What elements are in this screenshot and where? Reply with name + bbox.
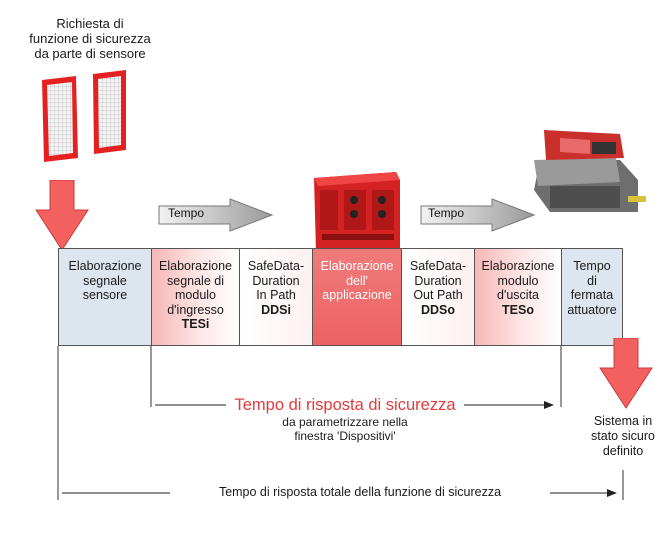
light-curtain-sensor-icon: [42, 70, 126, 162]
stage-sdd-out-path: SafeData- Duration Out Path DDSo: [401, 248, 474, 346]
system-safe-state-label: Sistema in stato sicuro definito: [591, 414, 655, 458]
stage-output-module: Elaborazione modulo d'uscita TESo: [474, 248, 561, 346]
stage-actuator-stop: Tempo di fermata attuatore: [561, 248, 623, 346]
tempo-label-2: Tempo: [428, 206, 465, 220]
ddso-label: DDSo: [420, 302, 456, 317]
teso-label: TESo: [502, 302, 534, 317]
tesi-label: TESi: [181, 317, 210, 331]
stage-application-processing: Elaborazione dell' applicazione: [312, 248, 401, 346]
safety-response-time-title: Tempo di risposta di sicurezza: [234, 396, 456, 414]
sensor-request-title: Richiesta di funzione di sicurezza da pa…: [29, 16, 151, 61]
safety-controller-icon: [314, 172, 400, 252]
sensor-arrow-down-icon: [35, 180, 89, 251]
stage-sdd-in-path: SafeData- Duration In Path DDSi: [239, 248, 312, 346]
motor-actuator-icon: [534, 130, 646, 212]
total-response-time-label: Tempo di risposta totale della funzione …: [175, 485, 545, 499]
tempo-arrow-2-icon: [420, 198, 536, 232]
safety-response-time-subtitle: da parametrizzare nella finestra 'Dispos…: [282, 415, 408, 443]
stage-input-module: Elaborazione segnale di modulo d'ingress…: [151, 248, 239, 346]
ddsi-label: DDSi: [261, 302, 291, 317]
tempo-arrow-1-icon: [158, 198, 274, 232]
tempo-label-1: Tempo: [168, 206, 205, 220]
stage-sensor-processing: Elaborazione segnale sensore: [58, 248, 151, 346]
safe-state-arrow-down-icon: [599, 338, 653, 409]
